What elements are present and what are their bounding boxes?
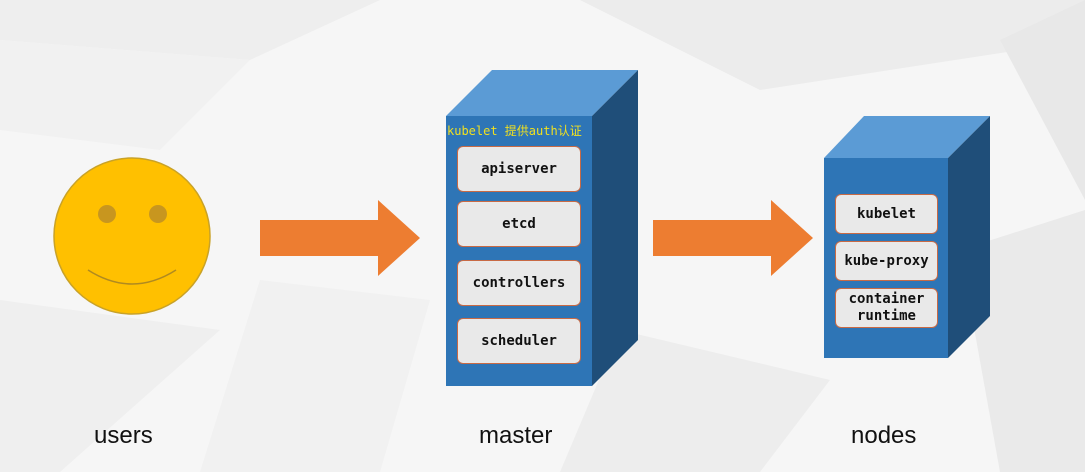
user-smiley-icon xyxy=(53,157,211,315)
component-etcd: etcd xyxy=(457,201,581,247)
component-kubelet: kubelet xyxy=(835,194,938,234)
arrow-users-to-master-icon xyxy=(260,200,420,276)
component-controllers: controllers xyxy=(457,260,581,306)
arrow-master-to-nodes-icon xyxy=(653,200,813,276)
master-note-label: kubelet 提供auth认证 xyxy=(447,124,582,138)
nodes-caption: nodes xyxy=(851,422,917,449)
component-scheduler: scheduler xyxy=(457,318,581,364)
component-kube-proxy: kube-proxy xyxy=(835,241,938,281)
users-caption: users xyxy=(94,422,153,449)
master-caption: master xyxy=(479,422,553,449)
component-container-runtime: container runtime xyxy=(835,288,938,328)
component-apiserver: apiserver xyxy=(457,146,581,192)
